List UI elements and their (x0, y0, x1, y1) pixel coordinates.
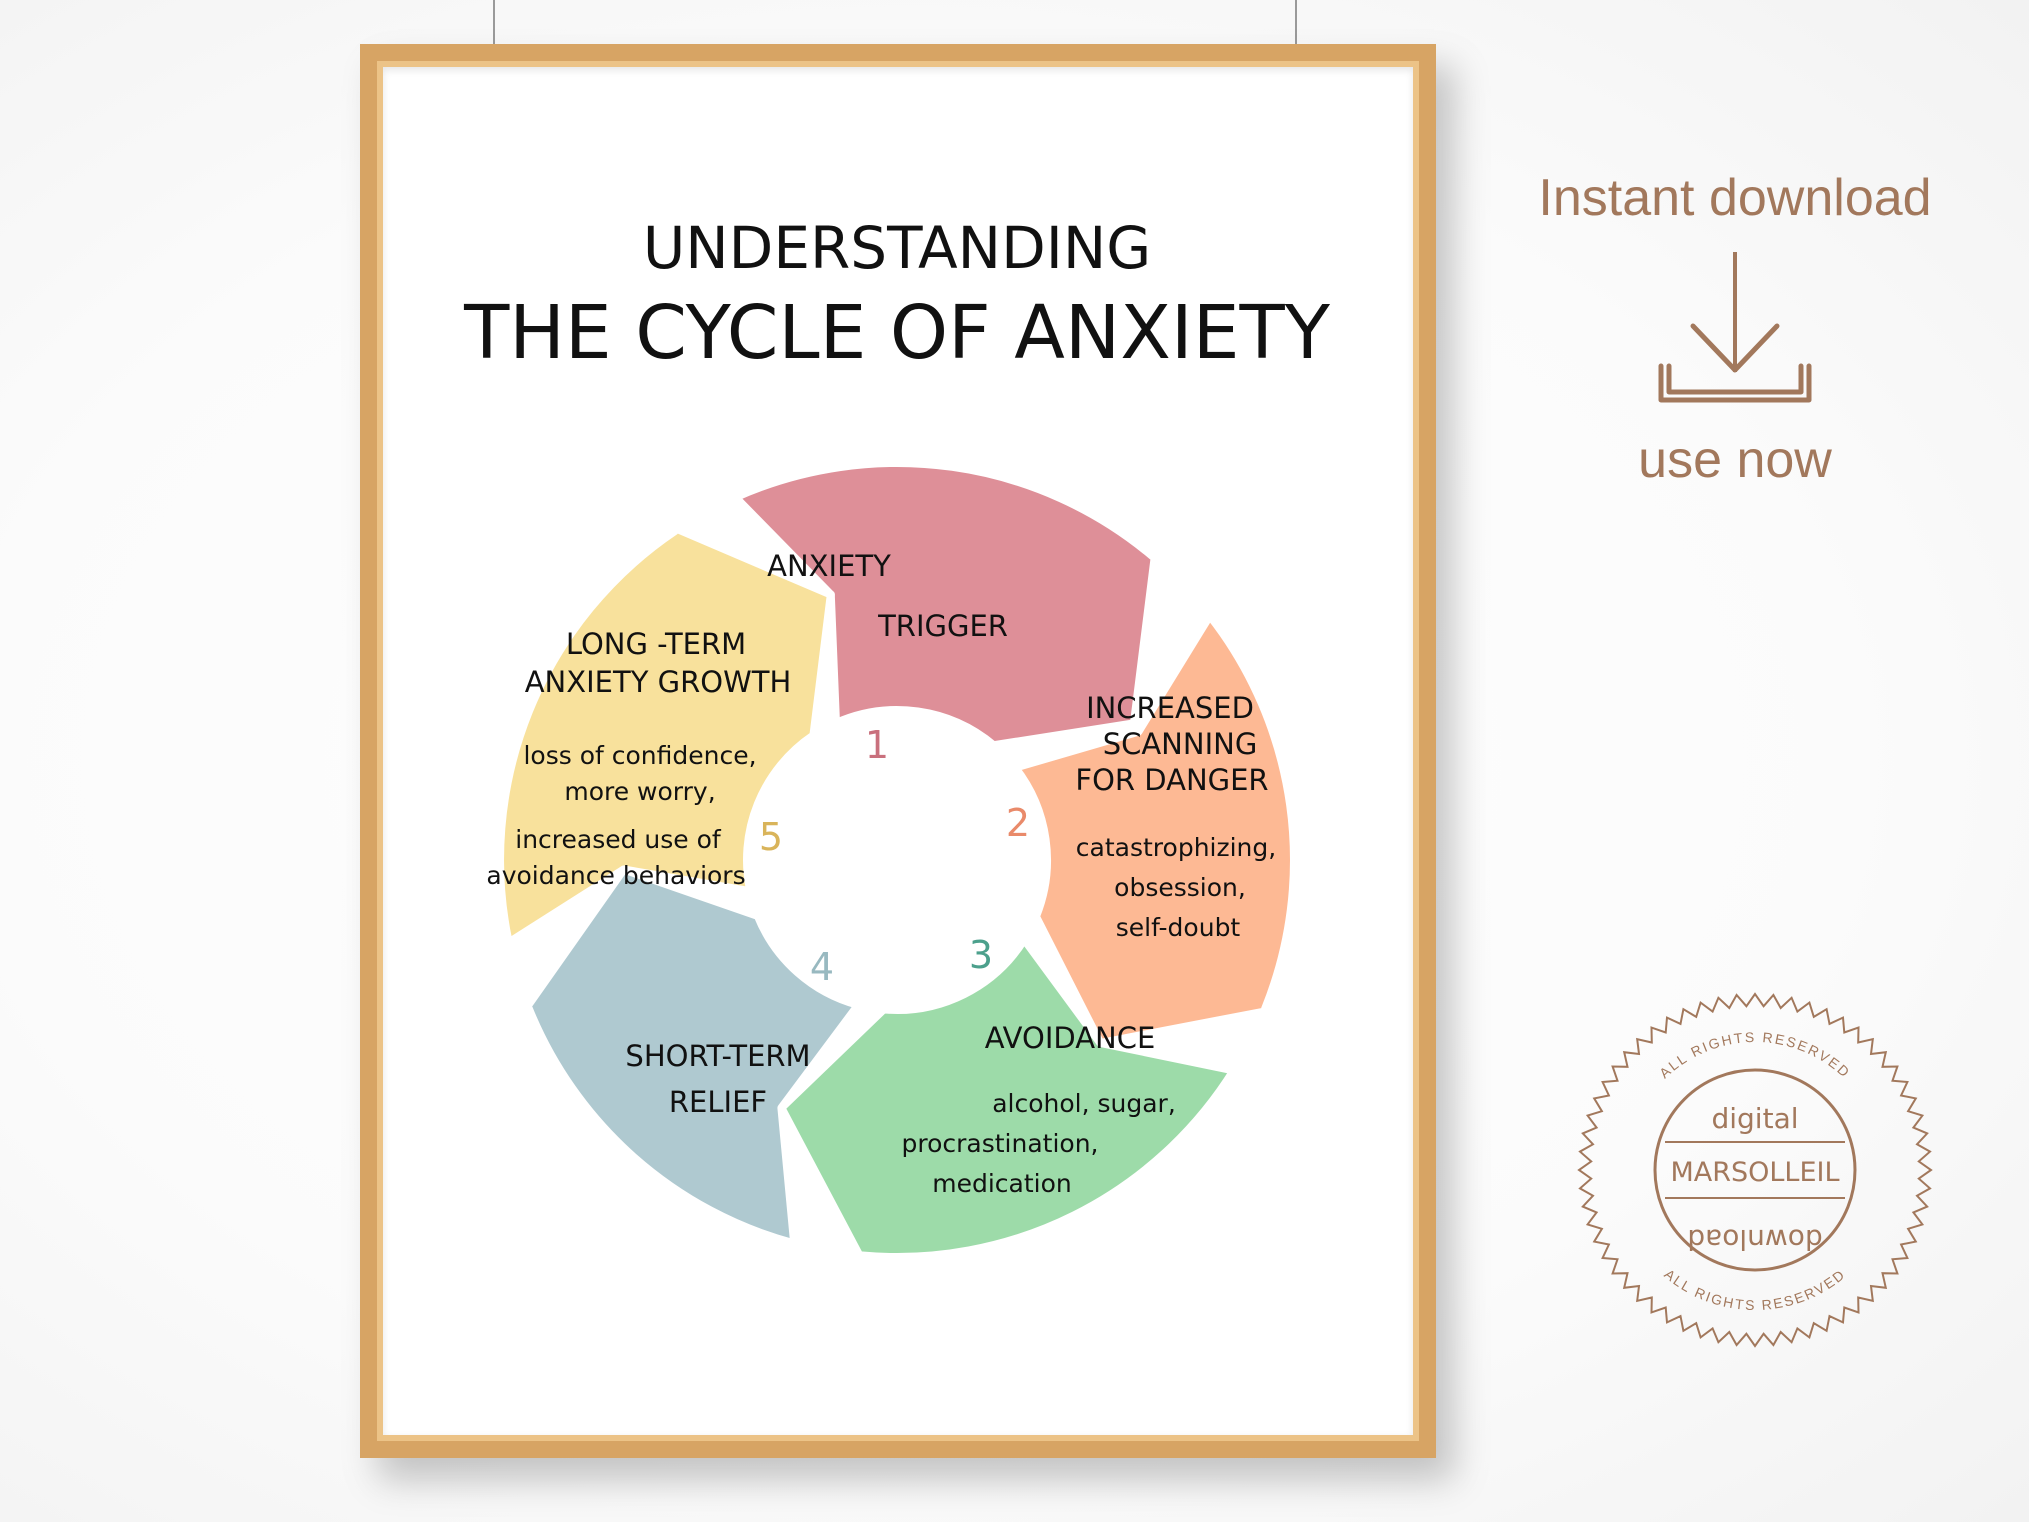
cycle-segment-3 (777, 935, 1238, 1289)
seal-top-word: digital (1711, 1102, 1798, 1135)
seal-serrated-edge (1577, 992, 1933, 1348)
seal-stamp: ALL RIGHTS RESERVED ALL RIGHTS RESERVED di… (1577, 992, 1933, 1348)
seal-ring-text-bottom: ALL RIGHTS RESERVED (1661, 1266, 1848, 1313)
segment-detail-2-line-3: self-doubt (1116, 913, 1241, 942)
hanging-wire-right (1295, 0, 1297, 48)
segment-detail-3-line-2: procrastination, (901, 1129, 1098, 1158)
segment-detail-5-line-2: more worry, (564, 777, 715, 806)
seal-bottom-word: download (1687, 1223, 1822, 1256)
use-now-text: use now (1638, 431, 1832, 489)
segment-title-2-line-2: SCANNING (1103, 727, 1258, 761)
segment-number-4: 4 (810, 945, 834, 989)
cycle-segment-2 (1011, 611, 1301, 1047)
segment-number-1: 1 (865, 723, 889, 767)
cycle-segment-1 (731, 458, 1163, 751)
segment-detail-5-line-3: increased use of (515, 825, 722, 854)
cycle-center (755, 718, 1039, 1002)
segment-number-5: 5 (759, 815, 783, 859)
segment-detail-3-line-3: medication (932, 1169, 1072, 1198)
segment-title-2-line-1: INCREASED (1086, 691, 1254, 725)
segment-detail-3-line-1: alcohol, sugar, (992, 1089, 1176, 1118)
poster-title-line1: UNDERSTANDING (643, 214, 1151, 282)
cycle-diagram: 1 2 3 4 5 ANXIETY TRIGGER INCREASEDSCANNINGFOR … (486, 458, 1301, 1289)
cycle-segment-4 (504, 865, 863, 1248)
hanging-wire-left (493, 0, 495, 48)
frame-inner-edge (377, 61, 1419, 1441)
segment-title-1-line-2: TRIGGER (877, 609, 1008, 643)
instant-download-text: Instant download (1538, 169, 1932, 227)
segment-detail-5-line-1: loss of confidence, (523, 741, 756, 770)
segment-title-5-line-1: LONG -TERM (566, 627, 746, 661)
segment-title-5-line-2: ANXIETY GROWTH (525, 665, 792, 699)
seal-inner-ring (1653, 1068, 1857, 1272)
segment-detail-5-line-4: avoidance behaviors (486, 861, 745, 890)
poster-title-line2: THE CYCLE OF ANXIETY (463, 290, 1331, 376)
segment-title-4-line-2: RELIEF (669, 1085, 767, 1119)
segment-title-1-line-1: ANXIETY (767, 549, 891, 583)
segment-number-2: 2 (1006, 801, 1030, 845)
segment-detail-2-line-2: obsession, (1114, 873, 1246, 902)
segment-title-4-line-1: SHORT-TERM (625, 1039, 810, 1073)
seal-ring-text-top: ALL RIGHTS RESERVED (1656, 1029, 1854, 1081)
segment-title-2-line-3: FOR DANGER (1075, 763, 1268, 797)
segment-number-3: 3 (969, 933, 993, 977)
download-icon (1658, 252, 1812, 403)
segment-title-3-line-1: AVOIDANCE (985, 1021, 1156, 1055)
segment-detail-2-line-1: catastrophizing, (1076, 833, 1276, 862)
seal-brand: MARSOLLEIL (1670, 1157, 1839, 1188)
cycle-segment-5 (496, 512, 835, 947)
